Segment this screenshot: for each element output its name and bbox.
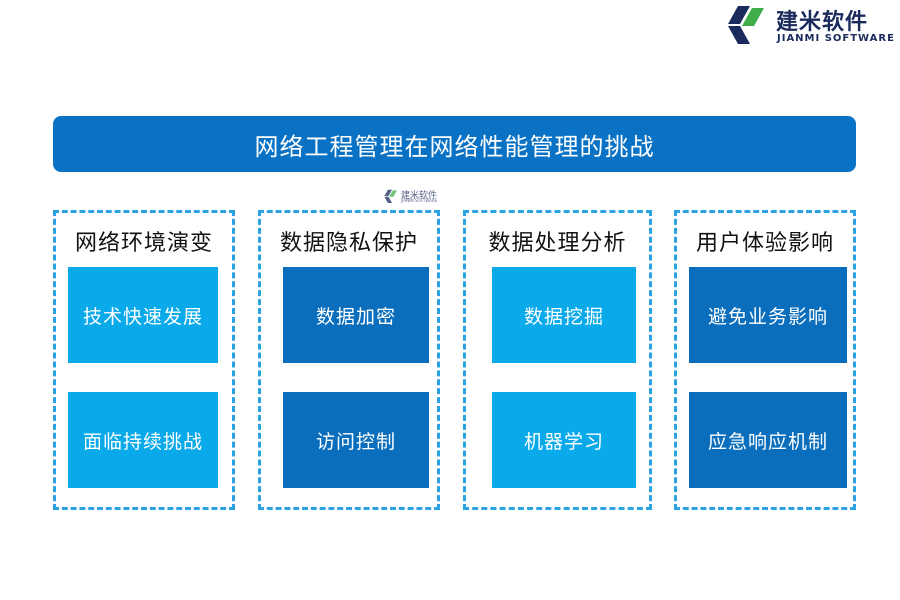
title-bar: 网络工程管理在网络性能管理的挑战 xyxy=(53,116,856,172)
watermark-name-cn: 建米软件 xyxy=(401,191,438,201)
column-heading: 数据处理分析 xyxy=(488,231,627,256)
item-box: 面临持续挑战 xyxy=(68,392,218,488)
column-heading: 数据隐私保护 xyxy=(279,231,418,256)
column-data-privacy: 数据隐私保护 数据加密 访问控制 xyxy=(258,210,440,510)
logo-mark-icon xyxy=(728,6,764,44)
column-data-processing: 数据处理分析 数据挖掘 机器学习 xyxy=(463,210,652,510)
watermark-mark-icon xyxy=(384,189,397,203)
item-box: 数据加密 xyxy=(283,267,429,363)
watermark-logo: 建米软件 JIANMI SOFTWARE xyxy=(383,187,453,205)
page-title: 网络工程管理在网络性能管理的挑战 xyxy=(254,132,655,161)
logo-name-en: JIANMI SOFTWARE xyxy=(777,33,895,44)
column-network-environment: 网络环境演变 技术快速发展 面临持续挑战 xyxy=(53,210,235,510)
watermark-name-en: JIANMI SOFTWARE xyxy=(401,198,438,203)
column-heading: 用户体验影响 xyxy=(695,231,834,256)
item-box: 避免业务影响 xyxy=(689,267,847,363)
item-box: 技术快速发展 xyxy=(68,267,218,363)
column-user-experience: 用户体验影响 避免业务影响 应急响应机制 xyxy=(674,210,856,510)
item-box: 应急响应机制 xyxy=(689,392,847,488)
item-box: 数据挖掘 xyxy=(492,267,636,363)
item-box: 机器学习 xyxy=(492,392,636,488)
logo-name-cn: 建米软件 xyxy=(776,10,869,35)
item-box: 访问控制 xyxy=(283,392,429,488)
brand-logo: 建米软件 JIANMI SOFTWARE xyxy=(724,4,896,44)
column-heading: 网络环境演变 xyxy=(74,231,213,256)
